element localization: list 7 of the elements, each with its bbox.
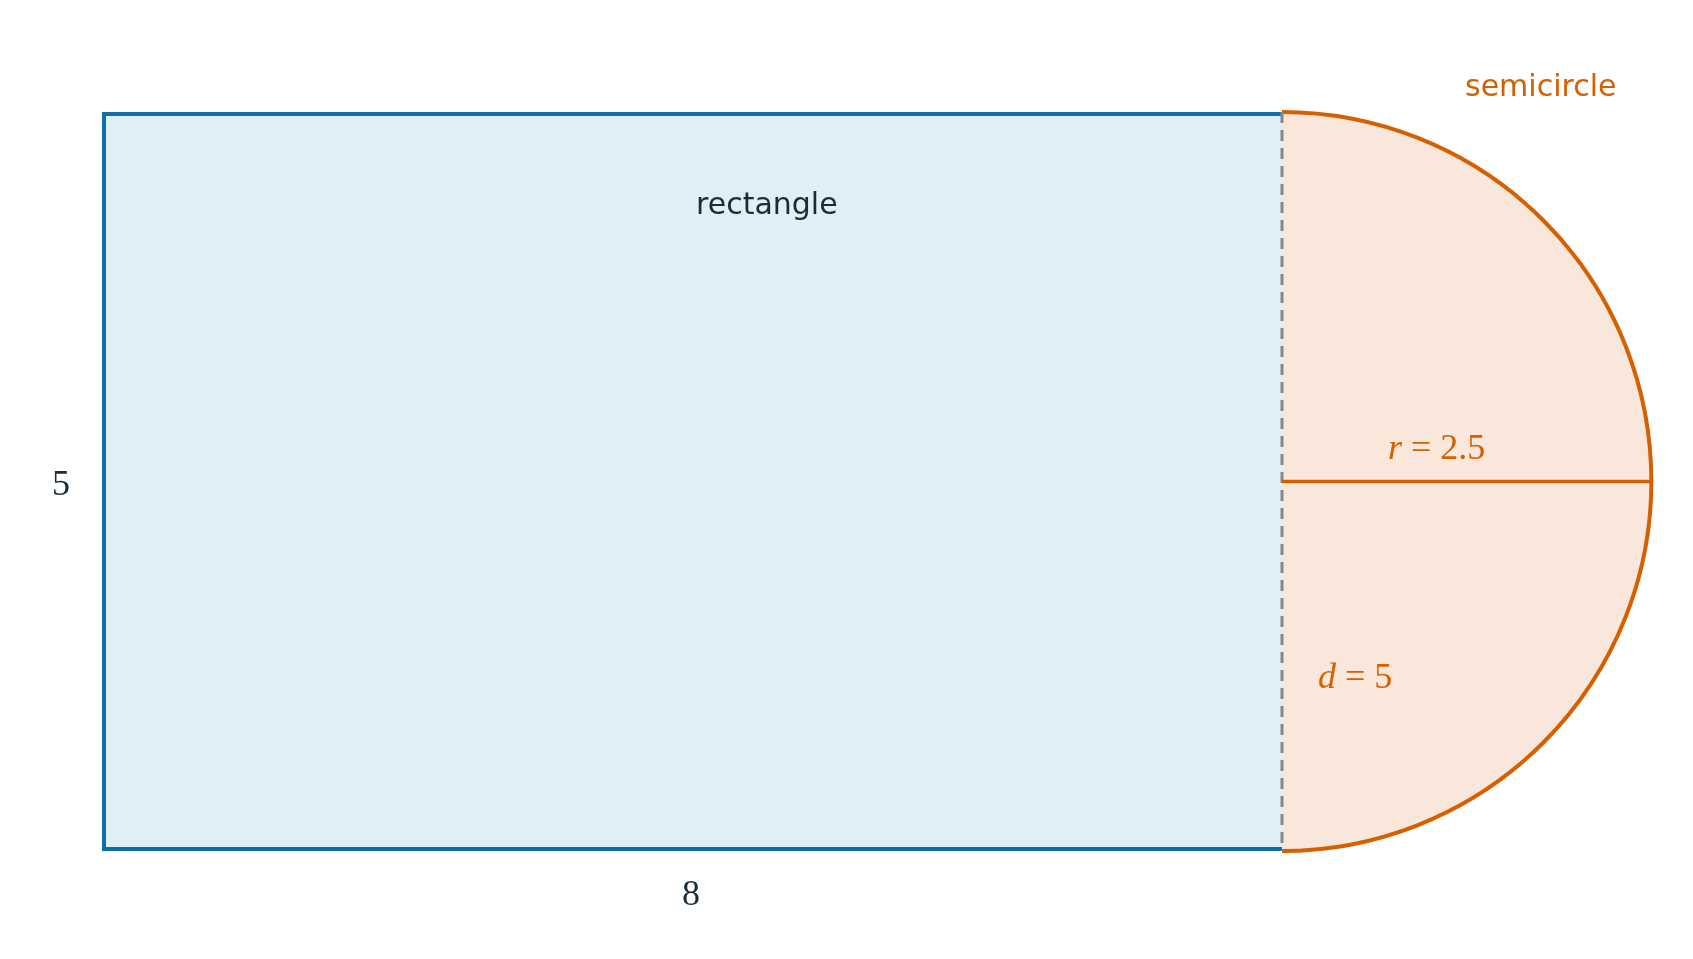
dimension-label: 5 (52, 462, 70, 504)
radius-label: r = 2.5 (1388, 426, 1486, 468)
dimension-label: 8 (682, 872, 700, 914)
shape-label: rectangle (696, 186, 838, 221)
rectangle-shape (102, 112, 1282, 851)
diameter-label: d = 5 (1318, 655, 1393, 697)
shape-label: semicircle (1465, 68, 1617, 103)
